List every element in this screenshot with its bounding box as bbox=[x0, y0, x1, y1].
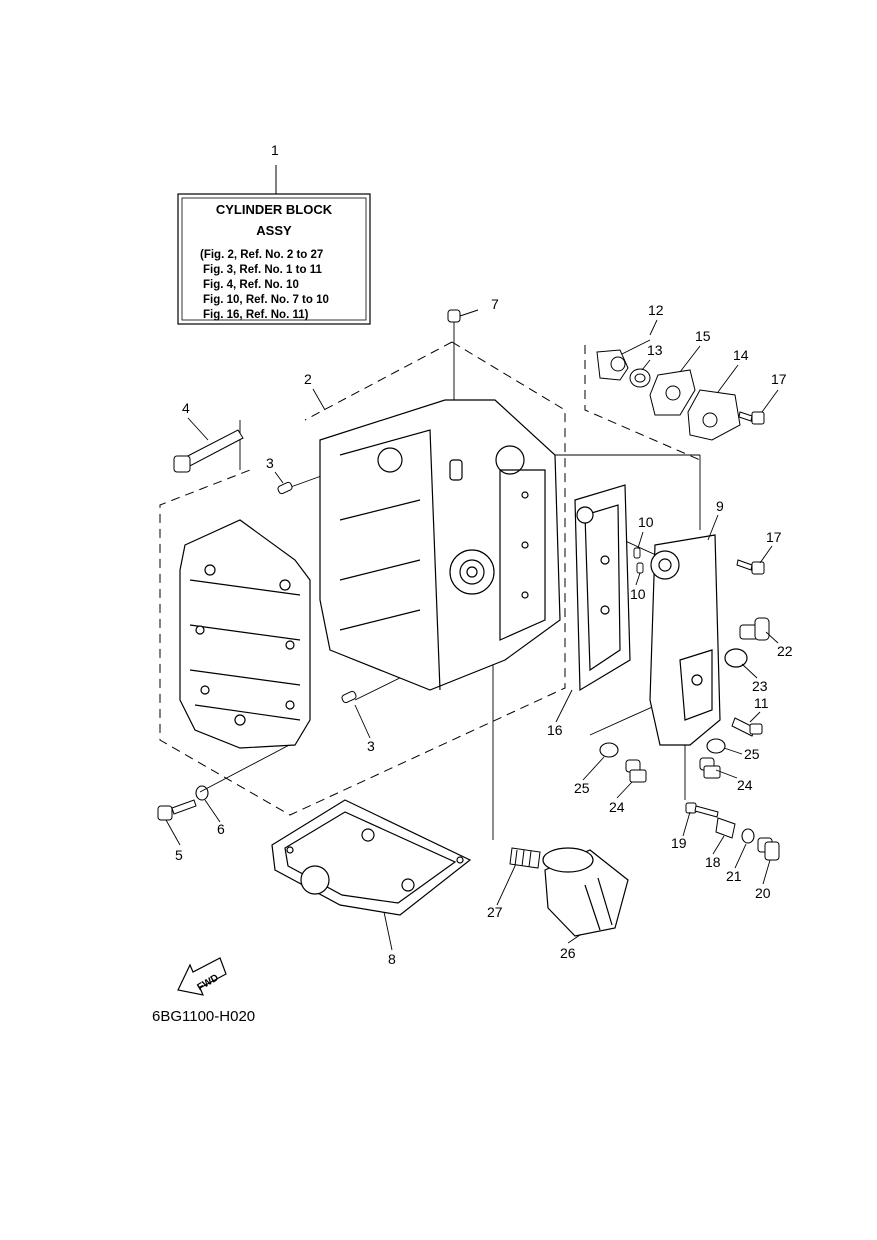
callout-15: 15 bbox=[695, 328, 711, 344]
bolt-part-5 bbox=[157, 799, 197, 821]
pin-part-18 bbox=[715, 817, 736, 839]
dowel-pin-part-3 bbox=[277, 481, 357, 704]
callout-25: 25 bbox=[574, 780, 590, 796]
callout-13: 13 bbox=[647, 342, 663, 358]
plug-part-24 bbox=[625, 759, 647, 783]
callout-24: 24 bbox=[609, 799, 625, 815]
plug-part-22 bbox=[739, 617, 770, 641]
gasket-part-16 bbox=[574, 484, 631, 692]
assy-ref-line: Fig. 4, Ref. No. 10 bbox=[203, 279, 299, 291]
gasket-part-15 bbox=[649, 369, 696, 416]
assy-ref-line: Fig. 16, Ref. No. 11) bbox=[203, 309, 309, 321]
assy-ref-line: Fig. 3, Ref. No. 1 to 11 bbox=[203, 264, 322, 276]
gasket-part-13 bbox=[629, 368, 651, 388]
callout-9: 9 bbox=[716, 498, 724, 514]
callout-7: 7 bbox=[491, 296, 499, 312]
exhaust-cover-part-9 bbox=[649, 534, 721, 746]
diagram-code: 6BG1100-H020 bbox=[152, 1008, 256, 1025]
assy-ref-line: (Fig. 2, Ref. No. 2 to 27 bbox=[200, 249, 323, 261]
assy-title-line2: ASSY bbox=[256, 223, 292, 238]
callout-19: 19 bbox=[671, 835, 687, 851]
callout-11: 11 bbox=[754, 695, 769, 711]
callout-18: 18 bbox=[705, 854, 721, 870]
dowel-pin-part-10 bbox=[633, 547, 644, 574]
assy-reference-box: CYLINDER BLOCK ASSY (Fig. 2, Ref. No. 2 … bbox=[177, 165, 371, 325]
callouts: 1 2 3 3 4 5 6 7 8 9 10 10 11 12 13 14 15… bbox=[175, 142, 793, 967]
assy-title-line1: CYLINDER BLOCK bbox=[216, 202, 333, 217]
thermostat-group-outline bbox=[584, 345, 701, 461]
washer-part-6 bbox=[195, 785, 209, 801]
callout-leaders bbox=[165, 319, 779, 951]
cylinder-block-body bbox=[319, 399, 561, 691]
bolt-part-17 bbox=[738, 411, 765, 425]
callout-17: 17 bbox=[766, 529, 782, 545]
callout-3: 3 bbox=[367, 738, 375, 754]
cylinder-head-cover-left bbox=[179, 519, 311, 749]
washer-part-25 bbox=[599, 738, 726, 758]
callout-17: 17 bbox=[771, 371, 787, 387]
callout-16: 16 bbox=[547, 722, 563, 738]
callout-10: 10 bbox=[638, 514, 654, 530]
callout-10: 10 bbox=[630, 586, 646, 602]
callout-12: 12 bbox=[648, 302, 664, 318]
oil-filter-part-26 bbox=[542, 847, 629, 937]
callout-20: 20 bbox=[755, 885, 771, 901]
callout-5: 5 bbox=[175, 847, 183, 863]
plug-part-20 bbox=[757, 837, 780, 861]
bolt-part-17 bbox=[736, 559, 765, 575]
callout-24: 24 bbox=[737, 777, 753, 793]
callout-6: 6 bbox=[217, 821, 225, 837]
callout-2: 2 bbox=[304, 371, 312, 387]
callout-26: 26 bbox=[560, 945, 576, 961]
bolt-part-19 bbox=[685, 802, 719, 818]
callout-23: 23 bbox=[752, 678, 768, 694]
callout-22: 22 bbox=[777, 643, 793, 659]
callout-3: 3 bbox=[266, 455, 274, 471]
thermostat-part-12 bbox=[596, 349, 629, 381]
forward-direction-arrow: FWD bbox=[177, 957, 227, 996]
plug-part-24 bbox=[699, 757, 721, 779]
callout-21: 21 bbox=[726, 868, 742, 884]
plug-part-7 bbox=[447, 309, 479, 323]
cylinder-block-group-outline bbox=[159, 341, 566, 816]
callout-4: 4 bbox=[182, 400, 190, 416]
o-ring-part-23 bbox=[724, 648, 748, 668]
fitting-part-11 bbox=[731, 717, 763, 737]
thermostat-cover-part-14 bbox=[687, 389, 741, 441]
callout-1: 1 bbox=[271, 142, 279, 158]
callout-14: 14 bbox=[733, 347, 749, 363]
assy-ref-line: Fig. 10, Ref. No. 7 to 10 bbox=[203, 294, 329, 306]
o-ring-part-21 bbox=[741, 828, 755, 844]
fitting-part-27 bbox=[509, 847, 541, 869]
callout-8: 8 bbox=[388, 951, 396, 967]
callout-25: 25 bbox=[744, 746, 760, 762]
bolt-part-4 bbox=[173, 429, 244, 473]
callout-27: 27 bbox=[487, 904, 503, 920]
gasket-part-8 bbox=[271, 799, 472, 916]
